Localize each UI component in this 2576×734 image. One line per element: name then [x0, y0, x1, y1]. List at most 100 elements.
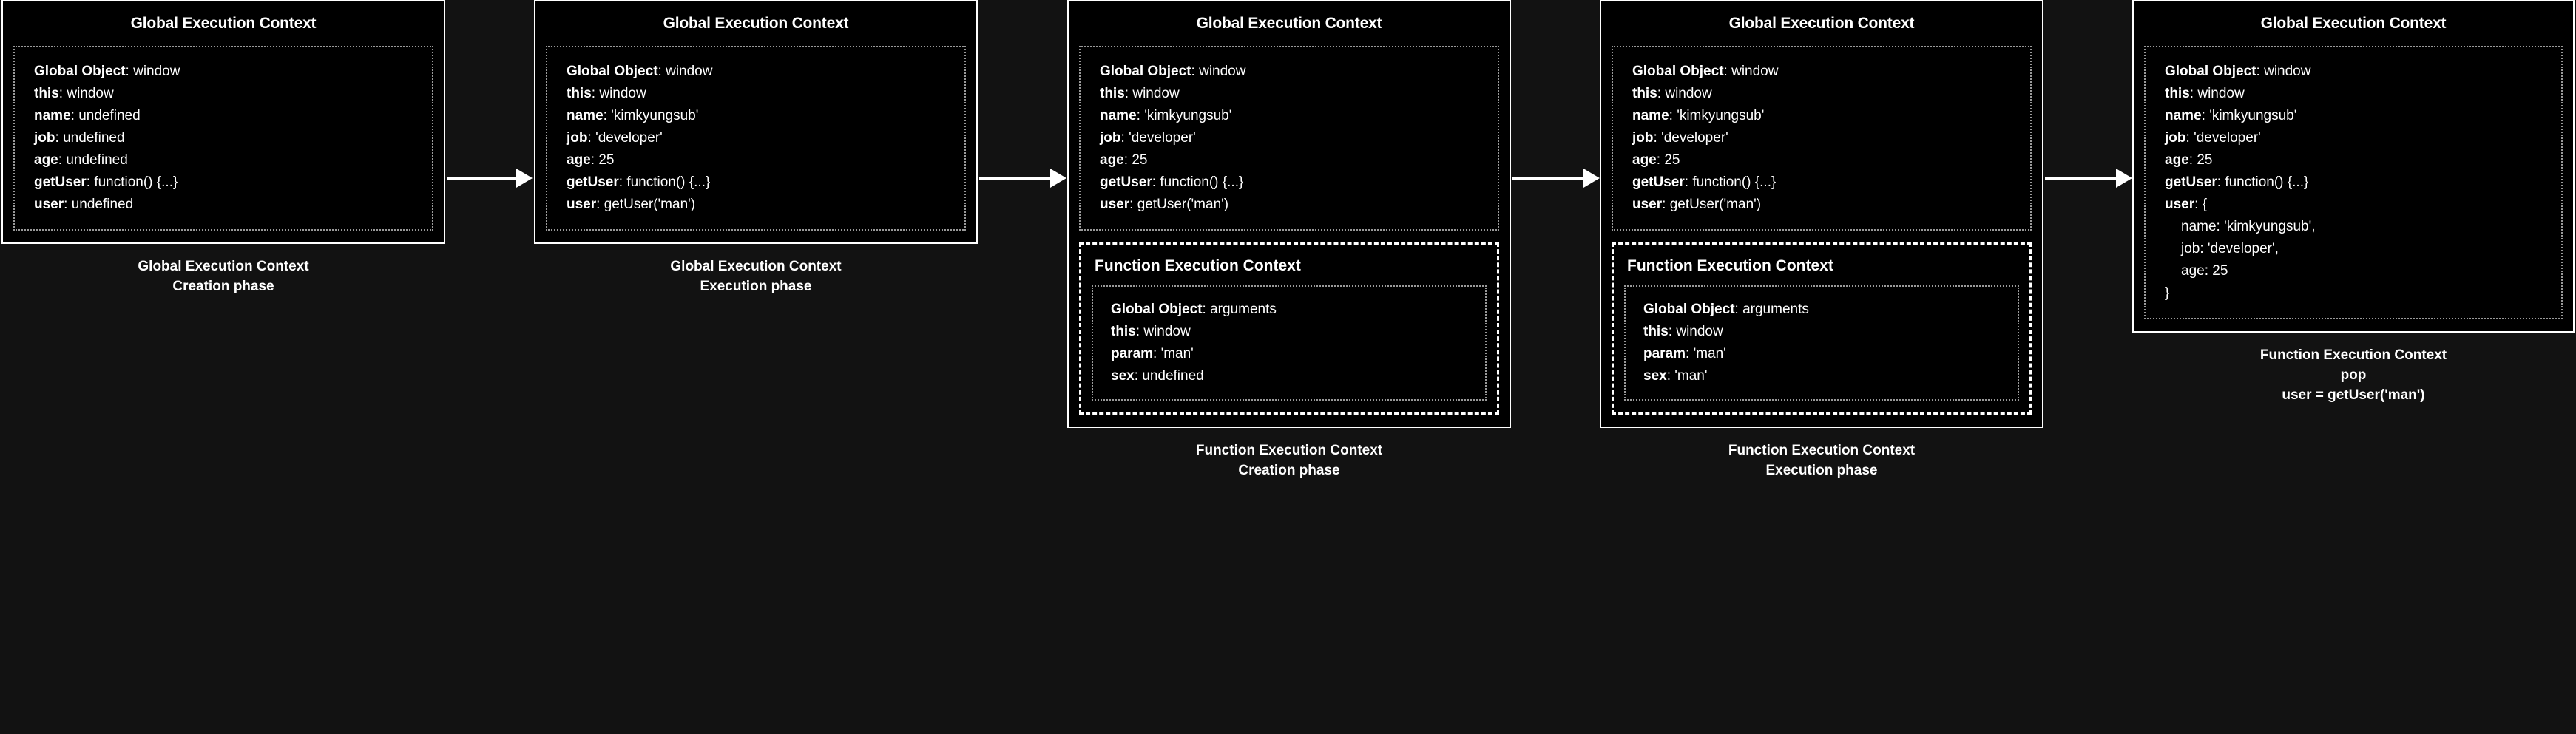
env-row: name: 'kimkyungsub' [1632, 105, 2023, 127]
env-row: name: 'kimkyungsub' [1100, 105, 1490, 127]
env-key: age [2165, 152, 2189, 168]
env-sep: : [125, 63, 134, 79]
env-row: Global Object: window [567, 61, 957, 83]
env-row: this: window [567, 83, 957, 105]
env-key: name [2165, 107, 2202, 123]
env-key: user [567, 196, 597, 212]
function-execution-context-title: Function Execution Context [1095, 256, 1301, 274]
env-value: 25 [1132, 152, 1148, 168]
env-sep: : [587, 129, 596, 146]
env-key: user [1632, 196, 1663, 212]
env-value: undefined [66, 152, 128, 168]
env-sep: : [1656, 152, 1665, 168]
env-sep: : [1669, 107, 1677, 123]
global-execution-context-title: Global Execution Context [663, 15, 849, 32]
env-key: age [1632, 152, 1657, 168]
env-sep: : [591, 85, 600, 101]
arrow-panel1-to-panel2 [447, 169, 533, 188]
env-sep: : [58, 152, 67, 168]
env-key: this [1111, 324, 1136, 340]
env-row: Global Object: window [1100, 61, 1490, 83]
env-value: 'kimkyungsub' [2209, 107, 2297, 123]
env-row: user: getUser('man') [1632, 194, 2023, 216]
env-row: user: undefined [34, 194, 425, 216]
env-value: window [599, 85, 646, 101]
arrow-panel3-to-panel4 [1512, 169, 1600, 188]
env-key: param [1643, 346, 1686, 362]
env-key: Global Object [1632, 63, 1724, 79]
env-sep: : [1657, 85, 1666, 101]
env-value: 'kimkyungsub' [1144, 107, 1232, 123]
env-key: name [1632, 107, 1669, 123]
env-sep: : [1153, 346, 1161, 362]
panel-global-creation: Global Execution Context Global Object: … [1, 0, 445, 297]
function-execution-context-box: Function Execution Context Global Object… [1079, 242, 1499, 415]
env-key: job [1632, 129, 1654, 146]
env-key: age [567, 152, 591, 168]
env-sep: : [2185, 129, 2194, 146]
env-sep: : [1202, 302, 1211, 317]
function-variable-environment-box: Global Object: arguments this: window pa… [1624, 285, 2019, 401]
env-key: Global Object [34, 63, 126, 79]
env-row: age: 25 [2165, 149, 2554, 171]
env-row: this: window [34, 83, 425, 105]
env-value: window [1143, 324, 1191, 340]
env-key: this [1643, 324, 1669, 340]
env-value: window [1731, 63, 1779, 79]
env-sep: : [55, 129, 64, 146]
panel-function-execution: Global Execution Context Global Object: … [1600, 0, 2043, 481]
env-value: 'man' [1693, 346, 1726, 362]
env-key: Global Object [2165, 63, 2256, 79]
panel-caption: Function Execution Context pop user = ge… [2259, 347, 2447, 403]
global-execution-context-title: Global Execution Context [2260, 15, 2447, 32]
env-key: this [1100, 85, 1125, 101]
env-row: Global Object: window [2165, 61, 2554, 83]
panel-function-pop: Global Execution Context Global Object: … [2132, 0, 2575, 406]
panel-caption: Global Execution Context Creation phase [138, 258, 309, 294]
env-row: getUser: function() {...} [1632, 171, 2023, 194]
env-value: window [2197, 85, 2245, 101]
env-row: getUser: function() {...} [34, 171, 425, 194]
env-value: window [1199, 63, 1246, 79]
env-sep: : [618, 174, 627, 190]
env-key: job [2165, 129, 2186, 146]
env-object-row: name: 'kimkyungsub', [2181, 218, 2316, 234]
global-execution-context-box: Global Execution Context Global Object: … [1600, 0, 2043, 429]
env-row: Global Object: window [1632, 61, 2023, 83]
env-sep: : [1191, 63, 1200, 79]
env-value: window [666, 63, 713, 79]
env-value: undefined [63, 129, 125, 146]
env-value: arguments [1742, 302, 1809, 317]
env-sep: : [1120, 129, 1129, 146]
env-key: getUser [2165, 174, 2217, 190]
env-sep: : [2217, 174, 2225, 190]
env-object-row: age: 25 [2181, 262, 2228, 279]
env-key: this [2165, 85, 2190, 101]
env-sep: : [1668, 324, 1677, 340]
env-row: this: window [1643, 321, 2010, 343]
global-execution-context-title: Global Execution Context [1728, 15, 1915, 32]
global-execution-context-title: Global Execution Context [1196, 15, 1382, 32]
function-execution-context-box: Function Execution Context Global Object… [1612, 242, 2032, 415]
env-key: job [567, 129, 588, 146]
env-key: name [567, 107, 604, 123]
arrow-shaft [979, 177, 1052, 180]
env-value: undefined [78, 107, 141, 123]
env-value: window [133, 63, 180, 79]
panel-caption: Global Execution Context Execution phase [670, 258, 842, 294]
env-key: age [1100, 152, 1124, 168]
env-sep: : [86, 174, 95, 190]
arrow-panel4-to-panel5 [2045, 169, 2132, 188]
env-sep: : [1662, 196, 1670, 212]
global-execution-context-box: Global Execution Context Global Object: … [1, 0, 445, 244]
env-row: sex: undefined [1111, 365, 1478, 387]
global-execution-context-title: Global Execution Context [130, 15, 317, 32]
env-sep: : [70, 107, 79, 123]
env-sep: : [1723, 63, 1732, 79]
env-value: function() {...} [2225, 174, 2309, 190]
arrow-head-icon [1583, 169, 1600, 188]
env-sep: : [2256, 63, 2265, 79]
env-value: window [1665, 85, 1712, 101]
env-row: getUser: function() {...} [567, 171, 957, 194]
